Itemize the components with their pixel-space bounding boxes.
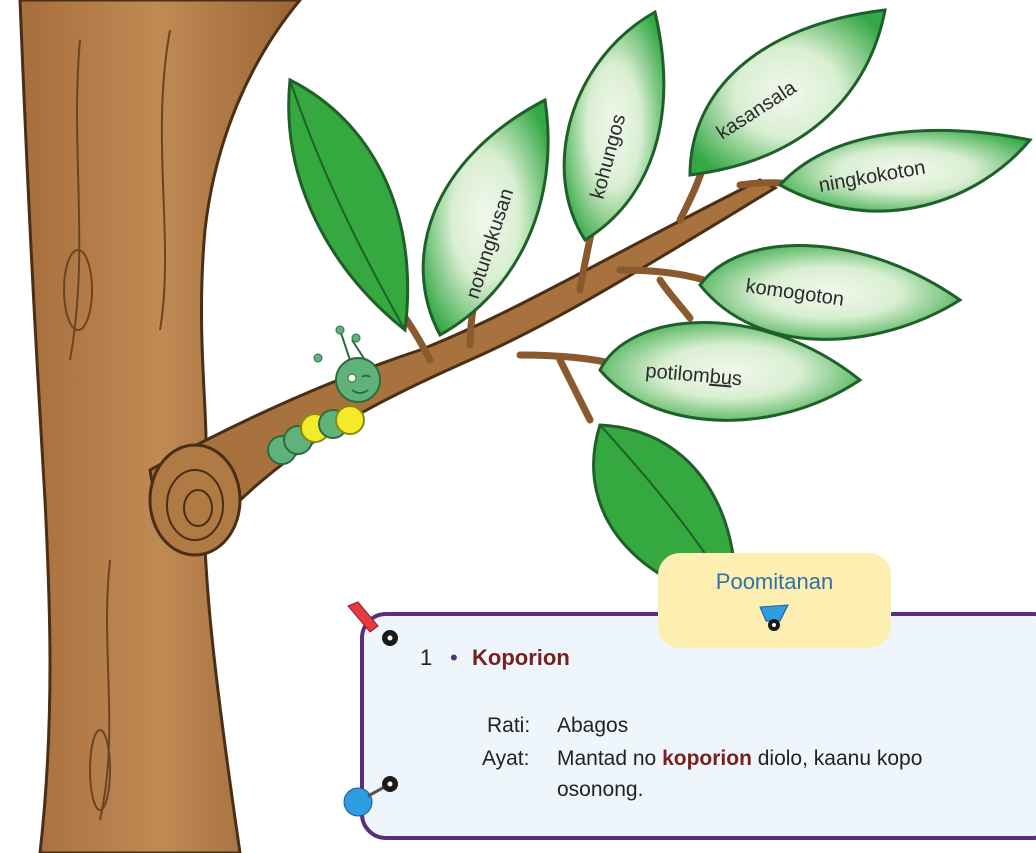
blue-tab-pin-icon [758,603,790,633]
leaf-kohungos: kohungos [564,12,664,240]
leaf-ningkokoton: ningkokoton [780,130,1030,211]
ayat-after: diolo, kaanu kopo [752,747,922,770]
ayat-highlight-word: koporion [662,747,752,770]
rati-value: Abagos [557,714,628,738]
card-tab: Poomitanan [658,553,891,648]
item-number: 1 [420,645,432,671]
ayat-line-2: osonong. [557,778,643,802]
item-bullet: • [450,645,458,671]
ayat-label: Ayat: [482,747,529,771]
item-word: Koporion [472,645,570,671]
ayat-sentence: Mantad no koporion diolo, kaanu kopo [557,747,922,771]
leaf-plain-1 [289,80,408,330]
blue-pushpin-icon [340,772,410,822]
red-pushpin-icon [344,600,400,650]
ayat-before: Mantad no [557,747,662,770]
rati-label: Rati: [487,714,530,738]
card-tab-title: Poomitanan [658,569,891,595]
